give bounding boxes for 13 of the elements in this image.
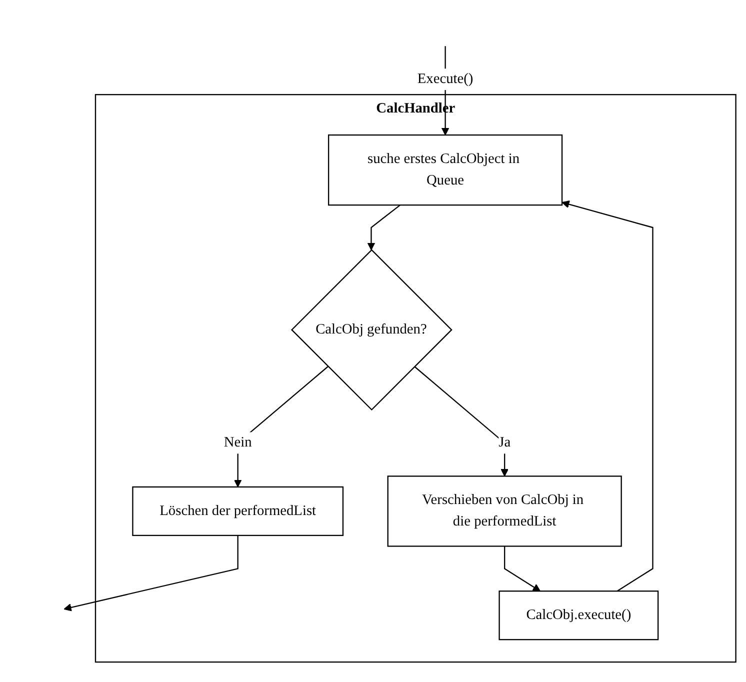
arrow	[562, 200, 654, 592]
node-box: suche erstes CalcObject in Queue	[328, 134, 563, 206]
node-box: CalcObj.execute()	[498, 590, 659, 641]
node-box: Löschen der performedList	[132, 486, 344, 536]
arrow	[414, 366, 509, 477]
arrow	[367, 204, 401, 251]
edge-label: Nein	[224, 435, 252, 451]
node-diamond: CalcObj gefunden?	[290, 250, 452, 411]
arrow	[64, 536, 238, 612]
node-box: Verschieben von CalcObj in die performedList	[387, 476, 622, 548]
edge-label: Ja	[498, 435, 511, 451]
arrow	[504, 546, 541, 592]
edge-label: Execute()	[417, 72, 474, 87]
